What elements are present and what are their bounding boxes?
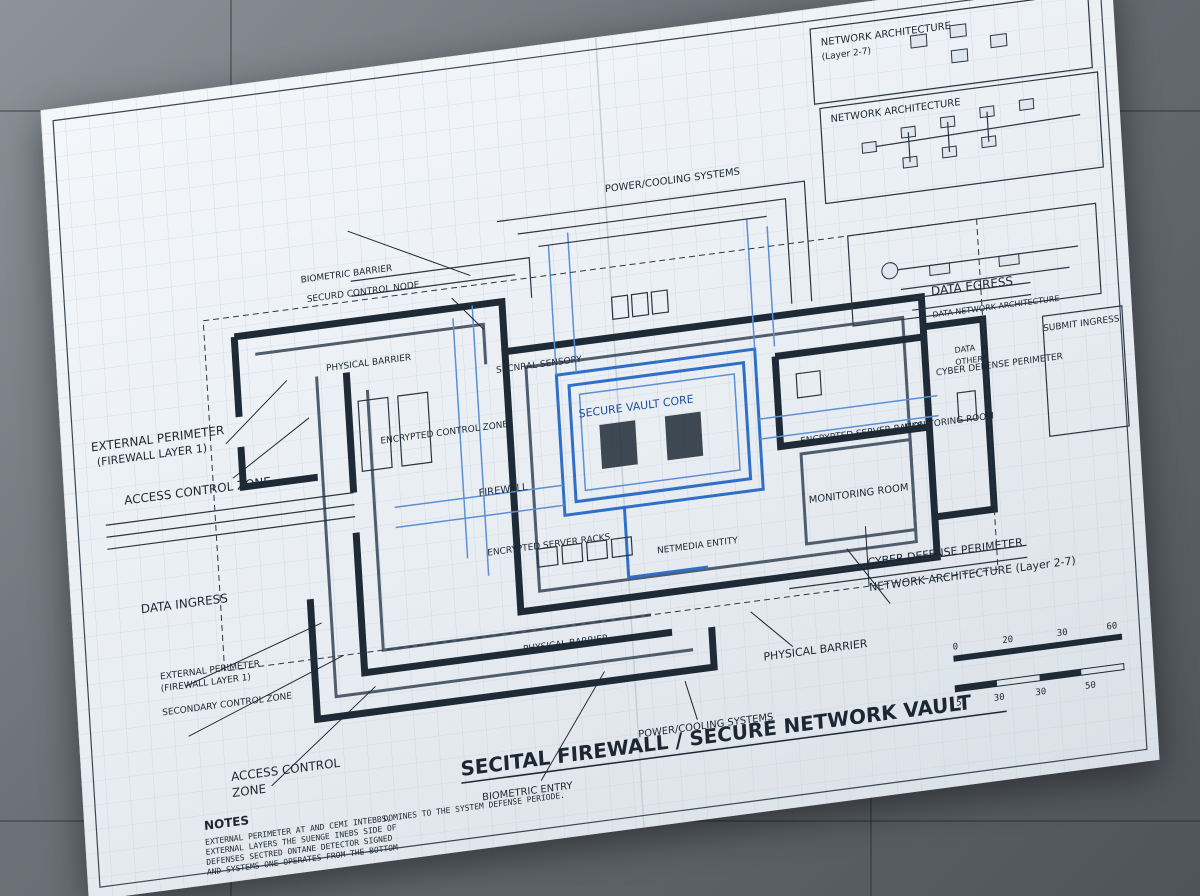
egress-lines — [911, 281, 1032, 311]
monitoring-room — [799, 437, 918, 546]
perimeter-dashed — [202, 218, 999, 672]
scale-bot-3: 50 — [1085, 680, 1096, 691]
label-access-control-zone-b: ZONE — [232, 782, 267, 800]
submit-ingress-panel — [1041, 305, 1130, 437]
scale-bot-1: 30 — [994, 692, 1005, 703]
blueprint-sheet: 0 20 30 60 5 30 30 50 EXTERNAL PERIMETER… — [40, 0, 1160, 896]
label-other: OTHER — [955, 354, 984, 367]
scale-bot-2: 30 — [1035, 687, 1046, 698]
outer-wall — [230, 297, 509, 418]
scale-top-0: 0 — [953, 642, 959, 653]
ingress-lines — [105, 492, 356, 550]
label-data: DATA — [954, 343, 975, 355]
scale-bot-0: 5 — [956, 698, 962, 709]
network-panel-layer — [847, 202, 1102, 327]
scale-top-3: 60 — [1106, 621, 1117, 632]
network-panel-top — [809, 0, 1093, 105]
blueprint-drawing: 0 20 30 60 5 30 30 50 EXTERNAL PERIMETER… — [40, 0, 1160, 896]
scale-top-2: 30 — [1057, 628, 1068, 639]
notes-heading: NOTES — [204, 813, 250, 833]
scale-bar: 0 20 30 60 5 30 30 50 — [953, 621, 1125, 709]
network-panel-mid — [819, 71, 1104, 205]
scale-top-1: 20 — [1002, 635, 1013, 646]
